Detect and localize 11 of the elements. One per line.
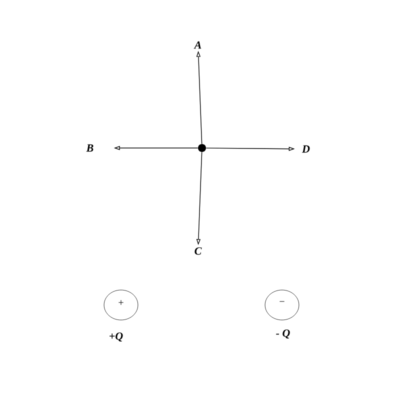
charge-circle — [104, 290, 138, 320]
point-label: D — [302, 145, 310, 153]
charge-sign: + — [118, 300, 124, 305]
charge-label: +Q — [110, 332, 123, 342]
point-label: C — [194, 247, 202, 255]
charge-circle — [264, 290, 300, 320]
charge-point — [198, 144, 206, 152]
point-label: B — [86, 144, 94, 152]
charge-label: - Q — [276, 329, 290, 339]
point-label: A — [194, 41, 202, 49]
charge-sign: − — [280, 301, 284, 302]
